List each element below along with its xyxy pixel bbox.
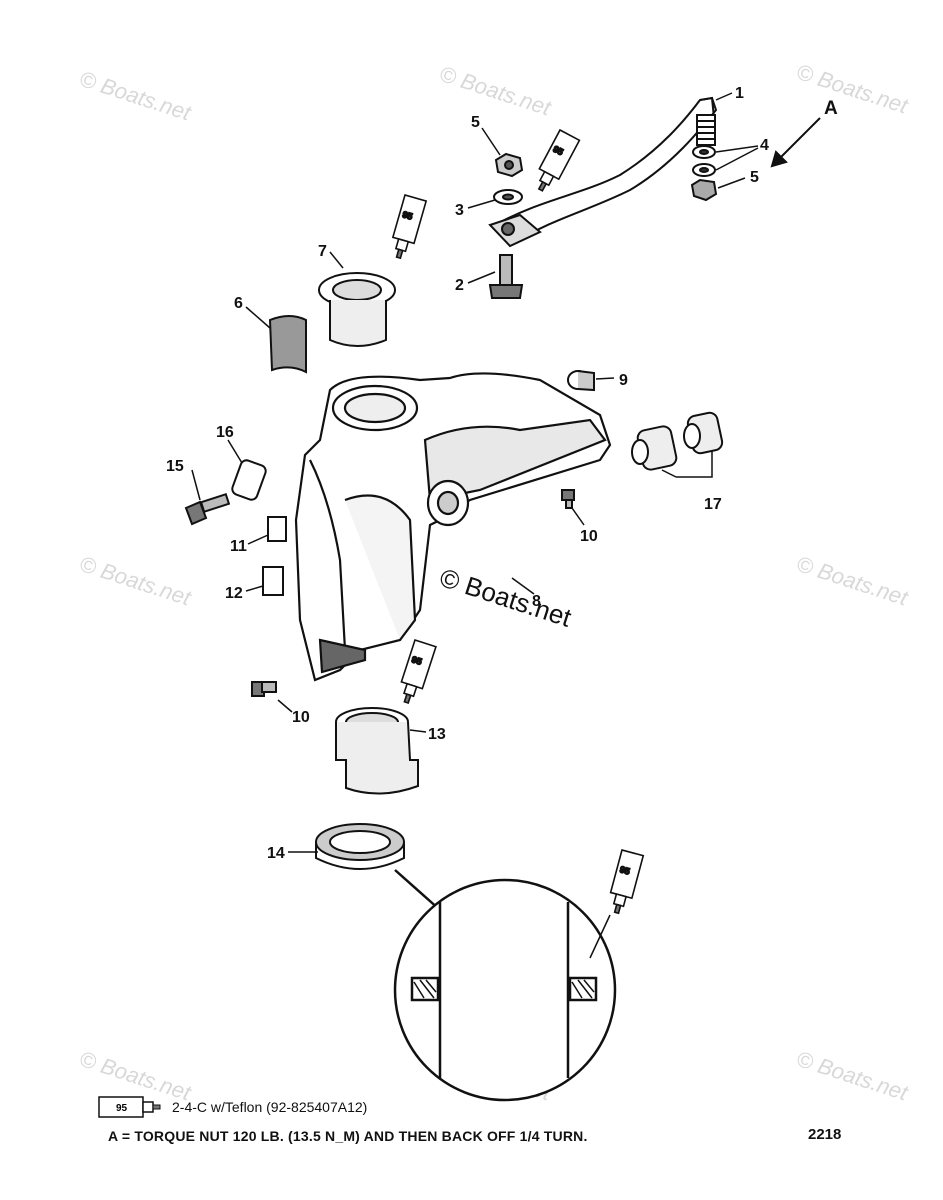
watermark-top-right: © Boats.net <box>793 59 911 119</box>
legend: 95 2-4-C w/Teflon (92-825407A12) <box>98 1094 367 1120</box>
callout-11: 11 <box>230 538 247 555</box>
watermark-top-left: © Boats.net <box>76 66 194 126</box>
watermark-bottom-right: © Boats.net <box>793 1046 911 1106</box>
sealant-tube-icon: 95 <box>537 128 581 192</box>
upper-bushing-part <box>318 272 396 347</box>
view-arrow <box>770 117 821 168</box>
legend-tube-number: 95 <box>116 1103 128 1114</box>
sealant-tube-icon: 95 <box>609 849 645 915</box>
callout-15: 15 <box>166 458 184 475</box>
callout-7: 7 <box>318 243 327 260</box>
callout-6: 6 <box>234 295 243 312</box>
flange-bolt-part <box>184 492 231 526</box>
watermark-mid-left: © Boats.net <box>76 551 194 611</box>
bolt-part <box>488 254 524 299</box>
sealant-tube-icon: 95 <box>400 638 437 704</box>
callout-16: 16 <box>216 424 234 441</box>
callout-4: 4 <box>760 137 769 154</box>
callout-labels: 1 2 3 4 5 5 6 7 8 9 10 10 11 12 13 14 15… <box>166 85 838 862</box>
callout-A: A <box>824 98 838 119</box>
callout-5-left: 5 <box>471 114 480 131</box>
svg-text:95: 95 <box>401 209 413 221</box>
callout-1: 1 <box>735 85 744 102</box>
right-washers-part <box>690 145 718 202</box>
lower-bushing-part <box>335 707 419 795</box>
leader-lines <box>191 92 759 853</box>
decal-parts <box>262 516 287 596</box>
callout-14: 14 <box>267 845 285 862</box>
pin-part <box>231 459 267 501</box>
callout-10-left: 10 <box>292 709 310 726</box>
svg-text:95: 95 <box>410 654 423 667</box>
callout-9: 9 <box>619 372 628 389</box>
small-bushing-part <box>567 370 595 392</box>
sealant-tube-icon: 95 <box>98 1096 161 1118</box>
seal-part <box>315 823 405 870</box>
svg-text:95: 95 <box>619 864 631 876</box>
pad-part <box>268 315 307 374</box>
watermark-center: © Boats.net <box>436 562 576 633</box>
callout-13: 13 <box>428 726 446 743</box>
grease-fitting-part <box>251 489 575 697</box>
sealant-tube-icon: 95 <box>391 194 428 260</box>
watermark-top-center: © Boats.net <box>436 61 554 121</box>
callout-12: 12 <box>225 585 243 602</box>
seal-detail-view <box>393 869 617 1102</box>
legend-text: 2-4-C w/Teflon (92-825407A12) <box>172 1099 368 1115</box>
callout-5-right: 5 <box>750 169 759 186</box>
figure-number: 2218 <box>808 1126 842 1143</box>
callout-8: 8 <box>532 593 541 610</box>
callout-17: 17 <box>704 496 722 513</box>
bushing-pair-part <box>631 411 724 471</box>
watermark-mid-right: © Boats.net <box>793 551 911 611</box>
callout-10-right: 10 <box>580 528 598 545</box>
washer-and-nut-part <box>493 152 524 205</box>
swivel-bracket-part <box>294 372 612 682</box>
callout-3: 3 <box>455 202 464 219</box>
torque-note: A = TORQUE NUT 120 LB. (13.5 N_M) AND TH… <box>108 1128 588 1144</box>
steering-arm-part <box>488 96 718 248</box>
callout-2: 2 <box>455 277 464 294</box>
